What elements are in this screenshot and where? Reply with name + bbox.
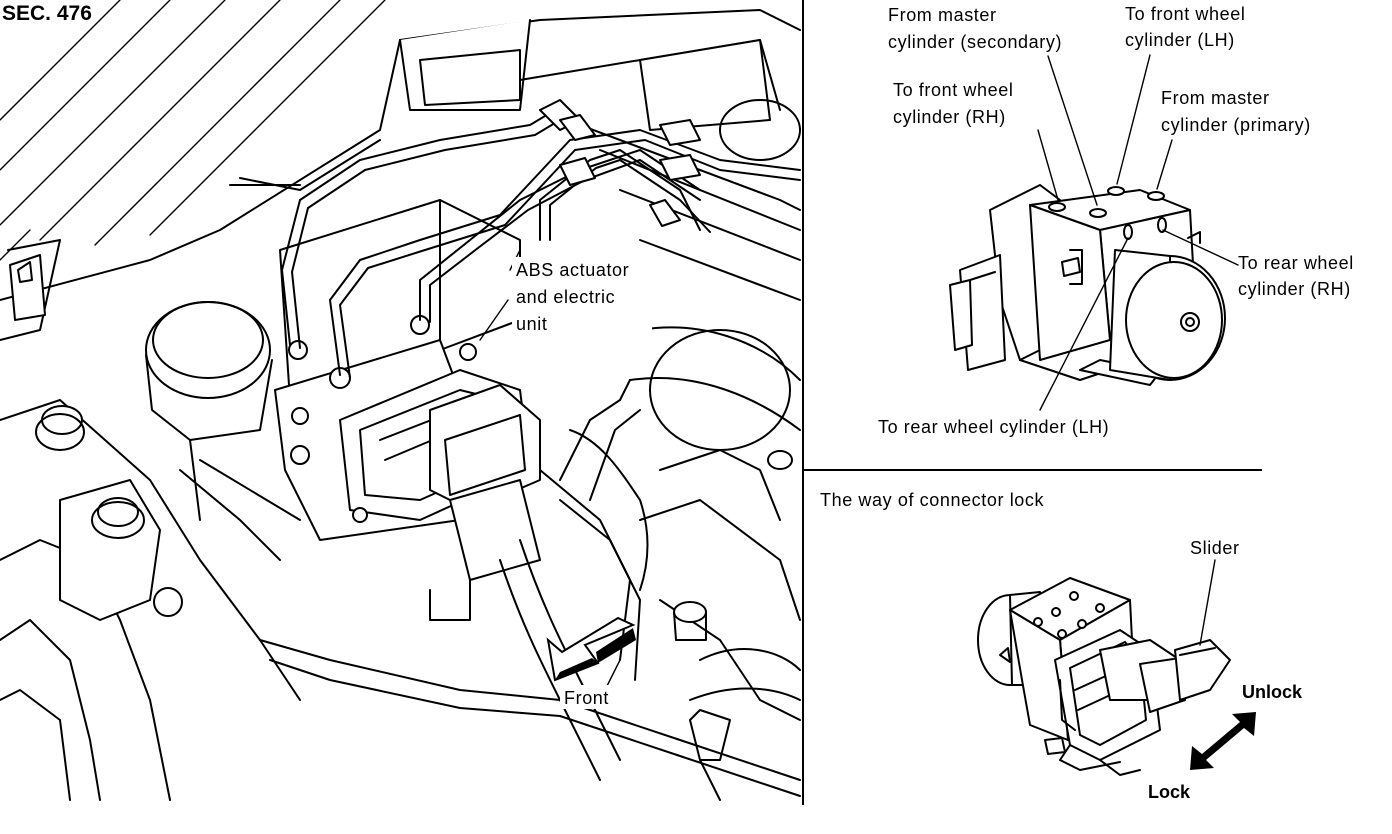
to-front-lh-line-2: cylinder (LH) [1125,30,1235,50]
lock-unlock-arrow [1190,712,1256,770]
section-label: SEC. 476 [2,2,92,25]
slider-leader [1199,559,1216,646]
unlock-label: Unlock [1242,682,1303,702]
from-master-primary-line-2: cylinder (primary) [1161,115,1311,135]
actuator-leader-2 [479,299,509,341]
slider-label: Slider [1190,538,1240,558]
to-rear-lh-label: To rear wheel cylinder (LH) [878,417,1109,437]
engine-bay-illustration [0,0,801,801]
to-rear-rh-line-2: cylinder (RH) [1238,279,1351,299]
abs-actuator-unit [274,199,541,621]
to-rear-rh-line-1: To rear wheel [1238,253,1354,273]
brake-tubes [229,99,801,379]
lock-label: Lock [1148,782,1191,802]
actuator-label-line-1: ABS actuator [516,260,629,280]
fender-hatching [0,0,386,261]
from-master-secondary-line-2: cylinder (secondary) [888,32,1062,52]
to-front-rh-line-1: To front wheel [893,80,1013,100]
port-leaders [1037,54,1239,411]
front-label: Front [564,688,609,708]
actuator-label-line-2: and electric [516,287,615,307]
actuator-label: ABS actuator and electric unit [512,257,652,335]
connector-lock-illustration [977,577,1231,776]
from-master-secondary-line-1: From master [888,5,997,25]
to-front-rh-line-2: cylinder (RH) [893,107,1006,127]
front-arrow [546,616,636,682]
connector-lock-title: The way of connector lock [820,490,1045,510]
to-front-lh-line-1: To front wheel [1125,4,1245,24]
actuator-ports-illustration [949,184,1226,386]
from-master-primary-line-1: From master [1161,88,1270,108]
actuator-label-line-3: unit [516,314,547,334]
